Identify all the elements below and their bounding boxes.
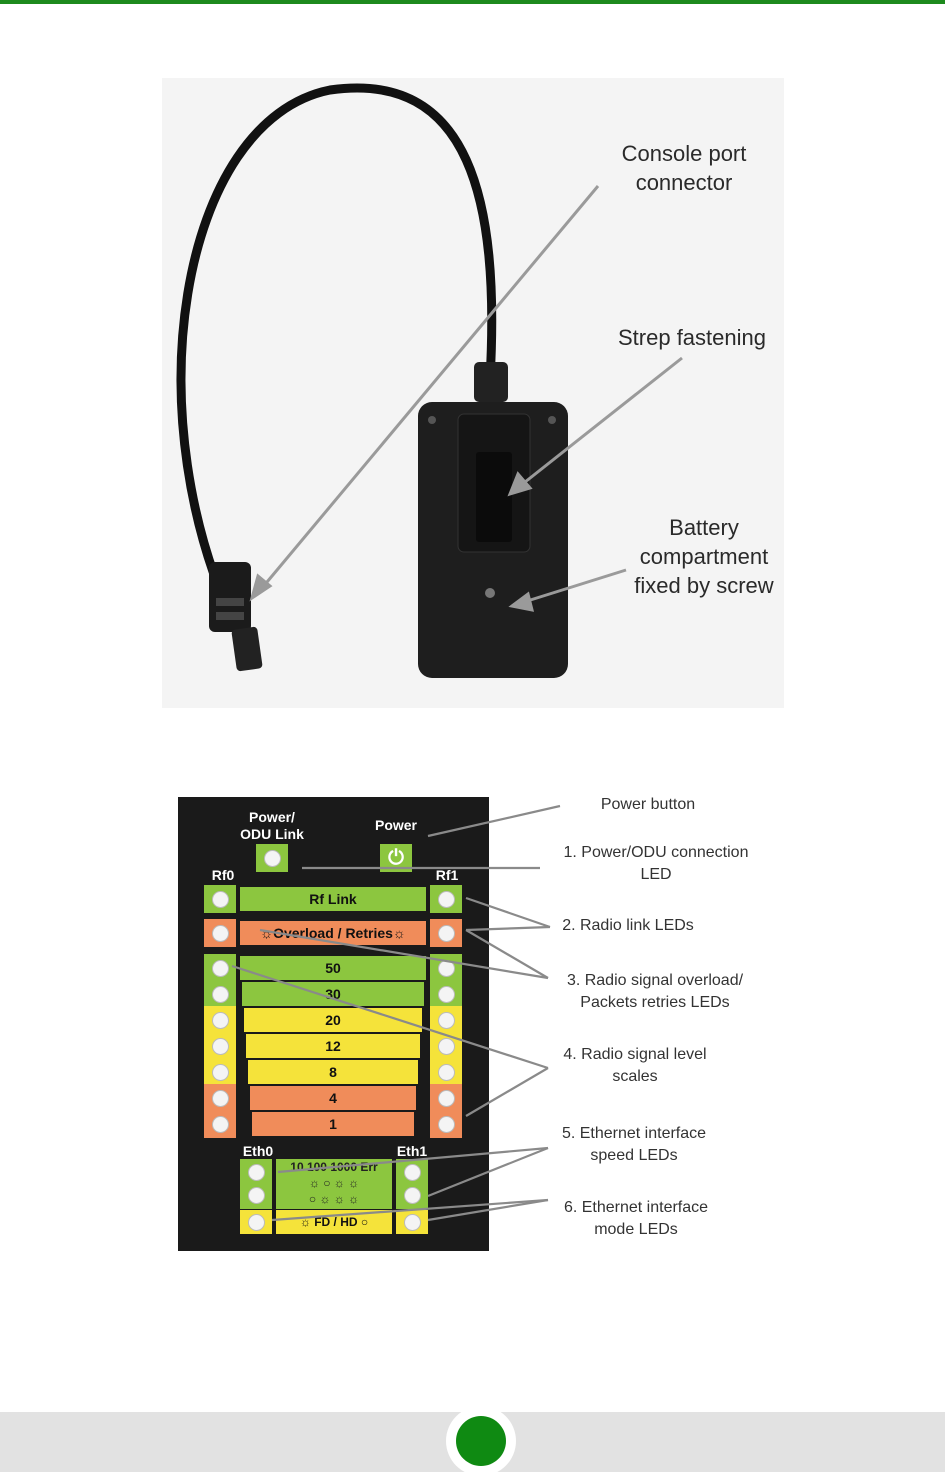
level-bar-20: 20 bbox=[244, 1008, 422, 1032]
callout-eth-speed: 5. Ethernet interface speed LEDs bbox=[561, 1125, 707, 1164]
eth1-label: Eth1 bbox=[396, 1143, 428, 1159]
speed-row-2: ○ ☼ ☼ ☼ bbox=[308, 1192, 360, 1206]
rf0-level-led bbox=[204, 954, 236, 982]
rf0-level-led bbox=[204, 1058, 236, 1086]
rf1-level-led bbox=[430, 954, 462, 982]
rf1-level-led bbox=[430, 1058, 462, 1086]
level-bar-4: 4 bbox=[250, 1086, 416, 1110]
connector-body bbox=[209, 562, 251, 632]
callout-signal-level: 4. Radio signal level scales bbox=[563, 1046, 707, 1085]
rf0-level-led bbox=[204, 1084, 236, 1112]
rf1-link-led bbox=[430, 885, 462, 913]
eth0-speed-leds bbox=[240, 1159, 272, 1209]
callout-eth-mode: 6. Ethernet interface mode LEDs bbox=[563, 1199, 709, 1238]
device-illustration bbox=[176, 83, 683, 678]
rf-link-bar: Rf Link bbox=[240, 887, 426, 911]
rf1-level-led bbox=[430, 1032, 462, 1060]
eth0-mode-led bbox=[240, 1210, 272, 1234]
speed-row-1: ☼ ○ ☼ ☼ bbox=[308, 1176, 360, 1190]
level-bar-12: 12 bbox=[246, 1034, 420, 1058]
connector-tip bbox=[231, 626, 263, 672]
cable bbox=[176, 83, 497, 643]
rf0-level-led bbox=[204, 1032, 236, 1060]
power-odu-led bbox=[256, 844, 288, 872]
battery-compartment-label: Battery compartment fixed by screw bbox=[634, 515, 774, 598]
rf1-level-led bbox=[430, 980, 462, 1008]
console-port-label: Console port connector bbox=[621, 141, 747, 195]
header-rule bbox=[0, 0, 945, 4]
rf1-level-led bbox=[430, 1084, 462, 1112]
rf0-overload-led bbox=[204, 919, 236, 947]
eth1-speed-leds bbox=[396, 1159, 428, 1209]
power-label: Power bbox=[374, 817, 417, 833]
power-odu-label: Power/ ODU Link bbox=[240, 809, 304, 842]
rf1-level-led bbox=[430, 1006, 462, 1034]
rf0-label: Rf0 bbox=[211, 867, 235, 883]
callout-leaders bbox=[231, 804, 561, 1222]
rf1-label: Rf1 bbox=[435, 867, 459, 883]
strap-fastening-label: Strep fastening bbox=[618, 325, 766, 350]
rf0-level-led bbox=[204, 1110, 236, 1138]
cable-gland bbox=[474, 362, 508, 402]
level-bar-30: 30 bbox=[242, 982, 424, 1006]
footer-badge bbox=[456, 1416, 506, 1466]
screw bbox=[485, 588, 495, 598]
level-bar-1: 1 bbox=[252, 1112, 414, 1136]
eth1-mode-led bbox=[396, 1210, 428, 1234]
callout-power-odu: 1. Power/ODU connection LED bbox=[563, 844, 749, 883]
level-bar-50: 50 bbox=[240, 956, 426, 980]
callout-overload: 3. Radio signal overload/ Packets retrie… bbox=[566, 972, 744, 1011]
level-bar-8: 8 bbox=[248, 1060, 418, 1084]
rf0-link-led bbox=[204, 885, 236, 913]
rf1-overload-led bbox=[430, 919, 462, 947]
rf0-level-led bbox=[204, 980, 236, 1008]
eth0-label: Eth0 bbox=[242, 1143, 274, 1159]
callout-power-button: Power button bbox=[600, 796, 696, 813]
led-panel: Power/ ODU Link Power ⏻ Rf0 Rf1 Rf Link … bbox=[178, 797, 489, 1251]
rf1-level-led bbox=[430, 1110, 462, 1138]
callout-radio-link: 2. Radio link LEDs bbox=[562, 917, 694, 934]
rf0-level-led bbox=[204, 1006, 236, 1034]
eth-mode-bar: ☼ FD / HD ○ bbox=[276, 1210, 392, 1234]
